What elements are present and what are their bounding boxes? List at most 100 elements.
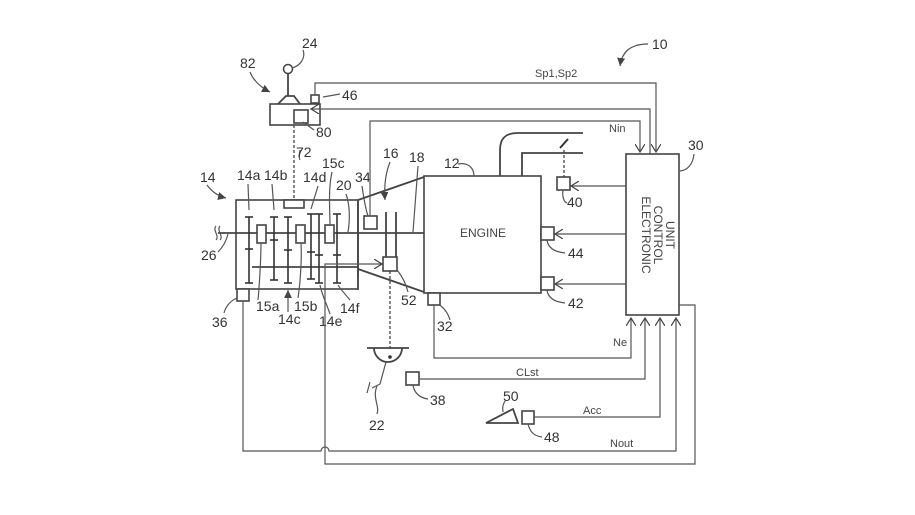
leader-42: [546, 289, 566, 304]
intake-pipe-inner: [521, 152, 583, 176]
shift-command-line: [311, 109, 651, 154]
ref-38: 38: [430, 392, 446, 408]
pivot-dot: [388, 355, 392, 359]
ref-14c: 14c: [278, 311, 301, 327]
leader-40: [562, 189, 568, 204]
sensor-42: [540, 276, 555, 291]
ref-52: 52: [401, 292, 417, 308]
leader-46: [322, 93, 341, 98]
shift-device: 24 82 46 80: [240, 35, 358, 140]
ref-15b: 15b: [294, 298, 318, 314]
leader-14f: [337, 284, 351, 301]
sleeve-15c: [324, 224, 335, 244]
leader-32: [439, 304, 451, 321]
leader-36: [223, 297, 238, 314]
leader-18: [412, 165, 419, 233]
ref-26: 26: [201, 247, 217, 263]
signal-ne: Ne: [613, 337, 627, 349]
clutch-assembly: [357, 176, 425, 293]
leader-80: [302, 121, 315, 131]
clutch-actuator-52: [382, 256, 398, 272]
ecu-box: [625, 153, 680, 316]
ref-24: 24: [302, 35, 318, 51]
leader-14d: [310, 185, 319, 210]
leader-44: [546, 239, 566, 254]
leader-50: [502, 399, 507, 413]
leader-15c: [328, 171, 333, 226]
leader-30: [679, 153, 695, 172]
leader-52: [396, 269, 409, 293]
system-reference: 10: [617, 36, 668, 67]
ref-14f: 14f: [340, 300, 360, 316]
throttle-actuator-40: [556, 176, 571, 191]
ref-72: 72: [296, 144, 312, 160]
acc-signal-line: [534, 318, 660, 418]
sensor-34: [363, 215, 378, 230]
ne-signal-line: [433, 305, 631, 359]
sensor-80: [293, 109, 309, 124]
ref-34: 34: [355, 169, 371, 185]
lever-boot: [277, 95, 301, 105]
ref-15c: 15c: [322, 155, 345, 171]
ref-40: 40: [567, 194, 583, 210]
accelerator-pedal-icon: [485, 407, 520, 424]
ref-42: 42: [568, 295, 584, 311]
clst-signal-line: [419, 318, 645, 380]
leader-72: [298, 149, 301, 161]
sensor-46: [310, 94, 320, 104]
engine-block: [423, 175, 542, 294]
signal-nout: Nout: [610, 438, 633, 450]
lever-knob: [282, 63, 294, 75]
ecu-label: ELECTRONIC CONTROL UNIT: [639, 196, 677, 274]
leader-15a: [257, 242, 262, 301]
clutch-pedal: [366, 271, 409, 394]
gear-set: [245, 213, 341, 284]
shaft-break-mark: [214, 225, 222, 241]
ref-16: 16: [383, 145, 399, 161]
leader-16: [380, 161, 391, 201]
ref-18: 18: [409, 149, 425, 165]
leader-14a: [247, 183, 250, 211]
leader-22: [374, 385, 379, 415]
ref-22: 22: [369, 417, 385, 433]
clutch-pedal-sensor-38: [405, 371, 420, 386]
shift-actuator: [283, 199, 305, 209]
nout-signal-line: [242, 301, 676, 452]
system-ref-label: 10: [652, 36, 668, 52]
ref-14a: 14a: [237, 167, 261, 183]
ref-14b: 14b: [264, 167, 288, 183]
ref-46: 46: [342, 87, 358, 103]
ref-50: 50: [503, 388, 519, 404]
ref-36: 36: [212, 314, 228, 330]
leader-15b: [297, 242, 302, 299]
leader-14b: [271, 183, 275, 211]
ref-14d: 14d: [303, 169, 326, 185]
leader-20: [345, 193, 350, 233]
engine-label: ENGINE: [460, 226, 506, 240]
clutch-pedal-arm: [366, 361, 387, 394]
bell-housing: [357, 176, 425, 293]
ref-44: 44: [568, 245, 584, 261]
master-cylinder-icon: [373, 347, 403, 363]
ref-82: 82: [240, 55, 256, 71]
ref-32: 32: [437, 318, 453, 334]
system-leader-arrow: [617, 43, 649, 67]
ecu-label-line-1: ELECTRONIC: [639, 196, 653, 274]
ref-30: 30: [688, 137, 704, 153]
sleeve-15b: [295, 224, 306, 244]
nin-signal-line: [369, 120, 640, 216]
leader-26: [217, 233, 229, 253]
ref-20: 20: [336, 177, 352, 193]
sp-signal-line: [314, 82, 656, 152]
ecu-label-line-2: CONTROL: [651, 206, 665, 265]
leader-38: [412, 384, 429, 400]
engine-speed-sensor-32: [427, 292, 441, 306]
sleeve-15a: [256, 224, 267, 244]
leader-12: [457, 163, 475, 177]
signal-acc: Acc: [583, 405, 602, 417]
leader-34: [361, 185, 369, 217]
lever-leader: [291, 49, 305, 69]
transmission: [214, 199, 359, 302]
signal-nin: Nin: [609, 123, 626, 135]
